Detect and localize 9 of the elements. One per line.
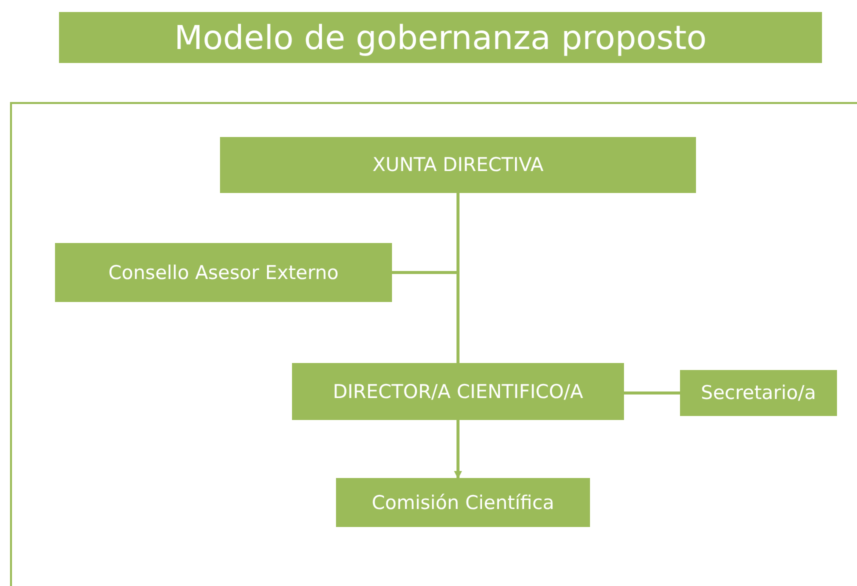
- org-box: Secretario/a: [680, 370, 837, 416]
- connector-line: [624, 392, 680, 394]
- org-box: Comisión Científica: [336, 478, 590, 527]
- title-banner: Modelo de gobernanza proposto: [59, 12, 822, 63]
- org-box: Consello Asesor Externo: [55, 243, 392, 302]
- org-box: XUNTA DIRECTIVA: [220, 137, 696, 193]
- org-box: DIRECTOR/A CIENTIFICO/A: [292, 363, 624, 420]
- arrow: [454, 420, 462, 479]
- connector-line: [392, 193, 460, 274]
